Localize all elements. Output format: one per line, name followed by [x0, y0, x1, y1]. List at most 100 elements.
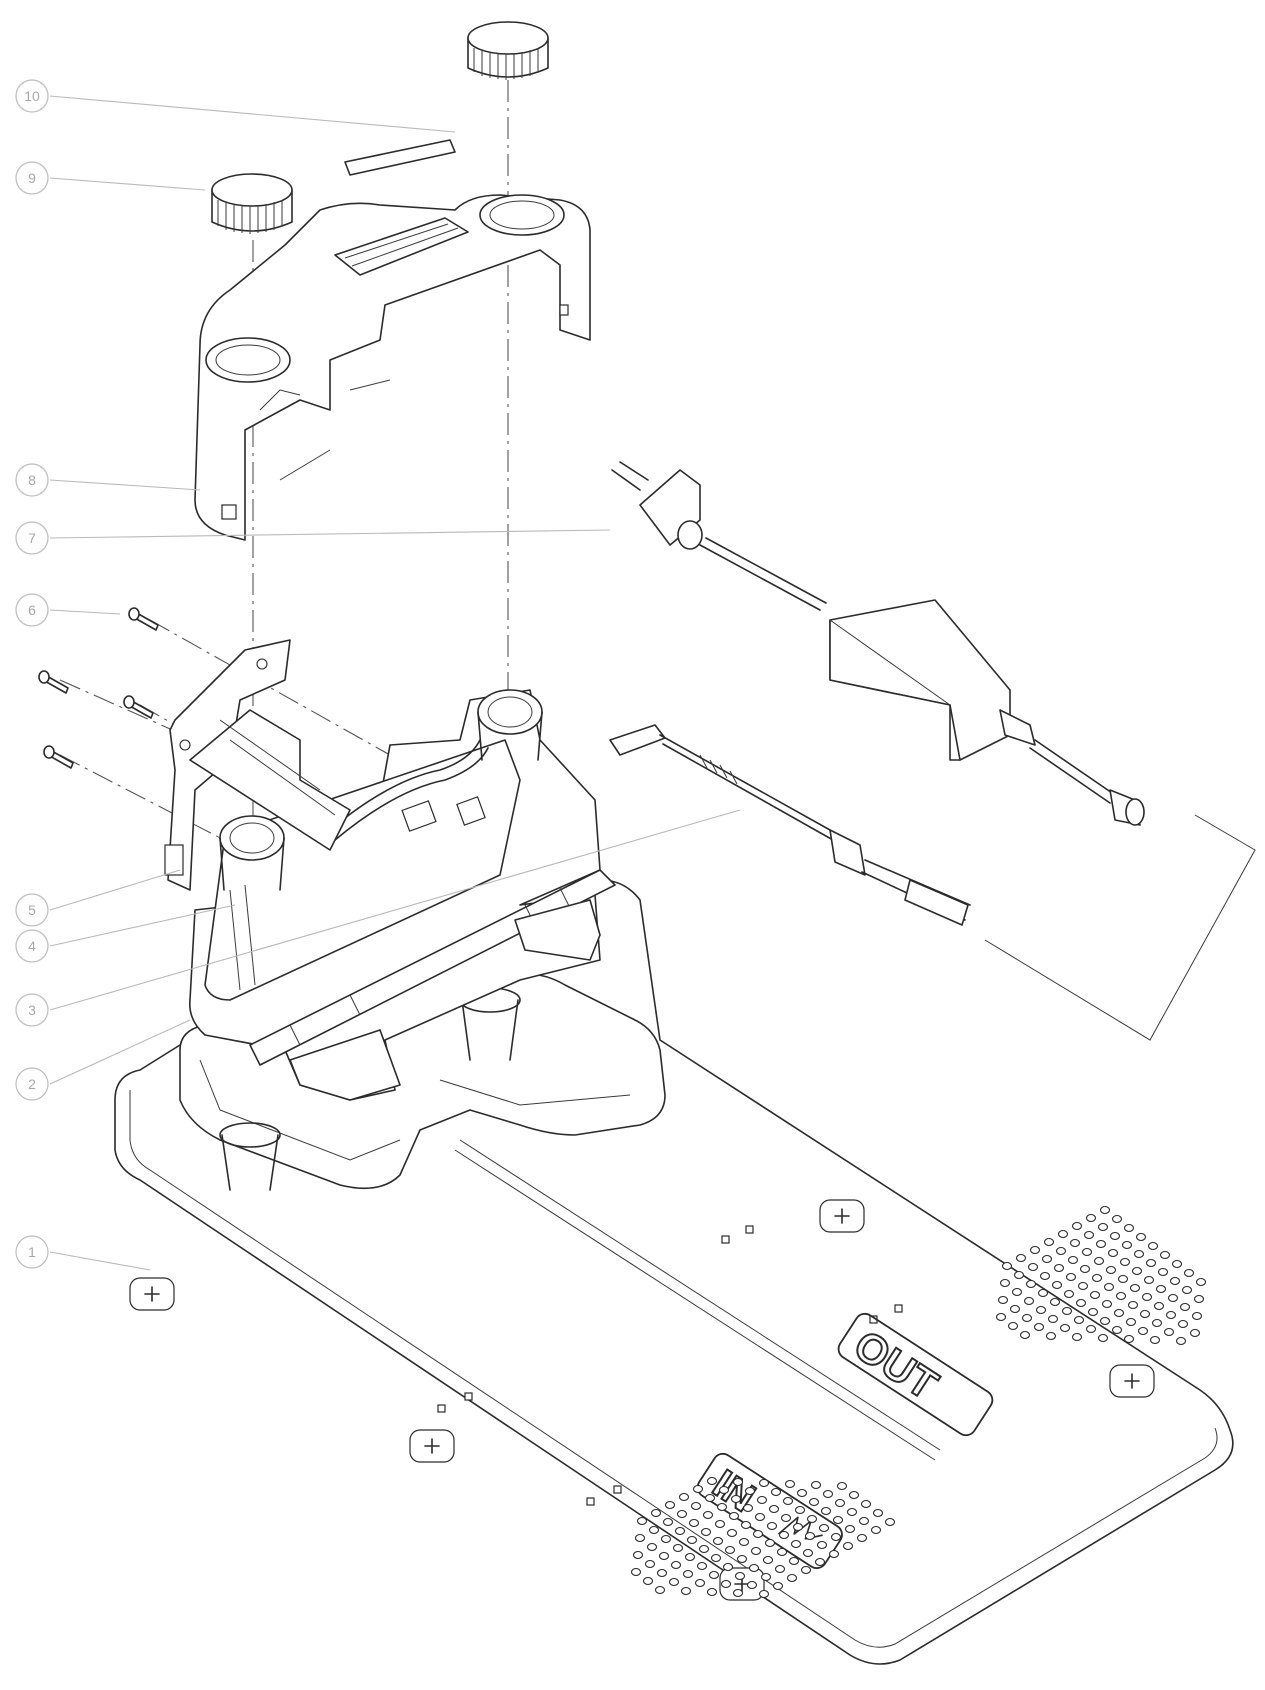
vent-holes-right	[995, 1205, 1207, 1346]
screw-2	[38, 670, 69, 694]
vent-hole	[1057, 1229, 1069, 1239]
vent-hole	[1069, 1238, 1081, 1248]
vent-hole	[836, 1481, 848, 1491]
vent-hole	[820, 1506, 832, 1516]
vent-hole	[1181, 1285, 1193, 1295]
callout-3-label: 3	[28, 1002, 36, 1018]
vent-hole	[872, 1508, 884, 1518]
vent-hole	[1047, 1314, 1059, 1324]
vent-hole	[1039, 1271, 1051, 1281]
vent-hole	[810, 1480, 822, 1490]
vent-hole	[710, 1553, 722, 1563]
vent-hole	[1157, 1267, 1169, 1277]
vent-hole	[664, 1500, 676, 1510]
vent-hole	[1093, 1256, 1105, 1266]
vent-hole	[646, 1542, 658, 1552]
vent-hole	[1179, 1302, 1191, 1312]
vent-hole	[1163, 1327, 1175, 1337]
vent-hole	[1073, 1315, 1085, 1325]
vent-hole	[792, 1522, 804, 1532]
vent-hole	[802, 1548, 814, 1558]
vent-hole	[704, 1493, 716, 1503]
vent-hole	[842, 1541, 854, 1551]
vent-hole	[1027, 1262, 1039, 1272]
vent-hole	[858, 1516, 870, 1526]
vent-hole	[754, 1512, 766, 1522]
vent-hole	[752, 1529, 764, 1539]
screw-1	[128, 607, 159, 631]
vent-hole	[1097, 1333, 1109, 1343]
vent-hole	[768, 1504, 780, 1514]
vent-hole	[724, 1545, 736, 1555]
vent-hole	[1023, 1296, 1035, 1306]
vent-hole	[698, 1544, 710, 1554]
vent-hole	[1097, 1222, 1109, 1232]
part-7-power-supply	[611, 461, 1145, 826]
vent-hole	[784, 1479, 796, 1489]
part-10-label	[344, 139, 456, 176]
vent-hole	[1087, 1307, 1099, 1317]
vent-hole	[1123, 1334, 1135, 1344]
vent-hole	[1133, 1249, 1145, 1259]
vent-hole	[694, 1578, 706, 1588]
vent-hole	[708, 1570, 720, 1580]
vent-hole	[1079, 1264, 1091, 1274]
vent-hole	[764, 1538, 776, 1548]
vent-hole	[844, 1524, 856, 1534]
vent-hole	[1167, 1293, 1179, 1303]
vent-hole	[728, 1511, 740, 1521]
vent-hole	[674, 1526, 686, 1536]
vent-hole	[1139, 1309, 1151, 1319]
callout-1-label: 1	[28, 1244, 36, 1260]
callout-2-label: 2	[28, 1076, 36, 1092]
vent-hole	[846, 1507, 858, 1517]
vent-hole	[1099, 1316, 1111, 1326]
vent-hole	[712, 1536, 724, 1546]
vent-hole	[1085, 1213, 1097, 1223]
vent-hole	[1009, 1304, 1021, 1314]
vent-hole	[1111, 1214, 1123, 1224]
vent-hole	[806, 1514, 818, 1524]
vent-hole	[1095, 1239, 1107, 1249]
vent-hole	[1151, 1318, 1163, 1328]
top-cap	[467, 21, 549, 80]
vent-hole	[800, 1565, 812, 1575]
vent-hole	[1053, 1263, 1065, 1273]
vent-hole	[1105, 1265, 1117, 1275]
vent-hole	[1119, 1257, 1131, 1267]
vent-hole	[686, 1535, 698, 1545]
vent-hole	[1091, 1273, 1103, 1283]
vent-hole	[738, 1537, 750, 1547]
vent-hole	[848, 1490, 860, 1500]
vent-hole	[1101, 1299, 1113, 1309]
part-2-housing	[188, 689, 616, 1101]
vent-hole	[818, 1523, 830, 1533]
vent-hole	[1153, 1301, 1165, 1311]
vent-hole	[772, 1581, 784, 1591]
vent-hole	[1191, 1311, 1203, 1321]
vent-hole	[1189, 1328, 1201, 1338]
vent-hole	[780, 1513, 792, 1523]
vent-hole	[766, 1521, 778, 1531]
vent-hole	[1041, 1254, 1053, 1264]
vent-hole	[1081, 1247, 1093, 1257]
vent-hole	[1155, 1284, 1167, 1294]
callout-9: 9	[15, 161, 49, 195]
vent-hole	[632, 1550, 644, 1560]
part-9-cap	[211, 173, 293, 234]
vent-hole	[1109, 1231, 1121, 1241]
vent-hole	[1169, 1276, 1181, 1286]
vent-hole	[722, 1562, 734, 1572]
vent-hole	[1115, 1291, 1127, 1301]
callout-9-label: 9	[28, 170, 36, 186]
callout-5: 5	[15, 893, 49, 927]
vent-hole	[1145, 1258, 1157, 1268]
vent-hole	[1045, 1331, 1057, 1341]
callout-1: 1	[15, 1235, 49, 1269]
callout-6-label: 6	[28, 602, 36, 618]
vent-hole	[720, 1579, 732, 1589]
vent-hole	[1075, 1298, 1087, 1308]
vent-hole	[716, 1502, 728, 1512]
callout-7-label: 7	[28, 530, 36, 546]
